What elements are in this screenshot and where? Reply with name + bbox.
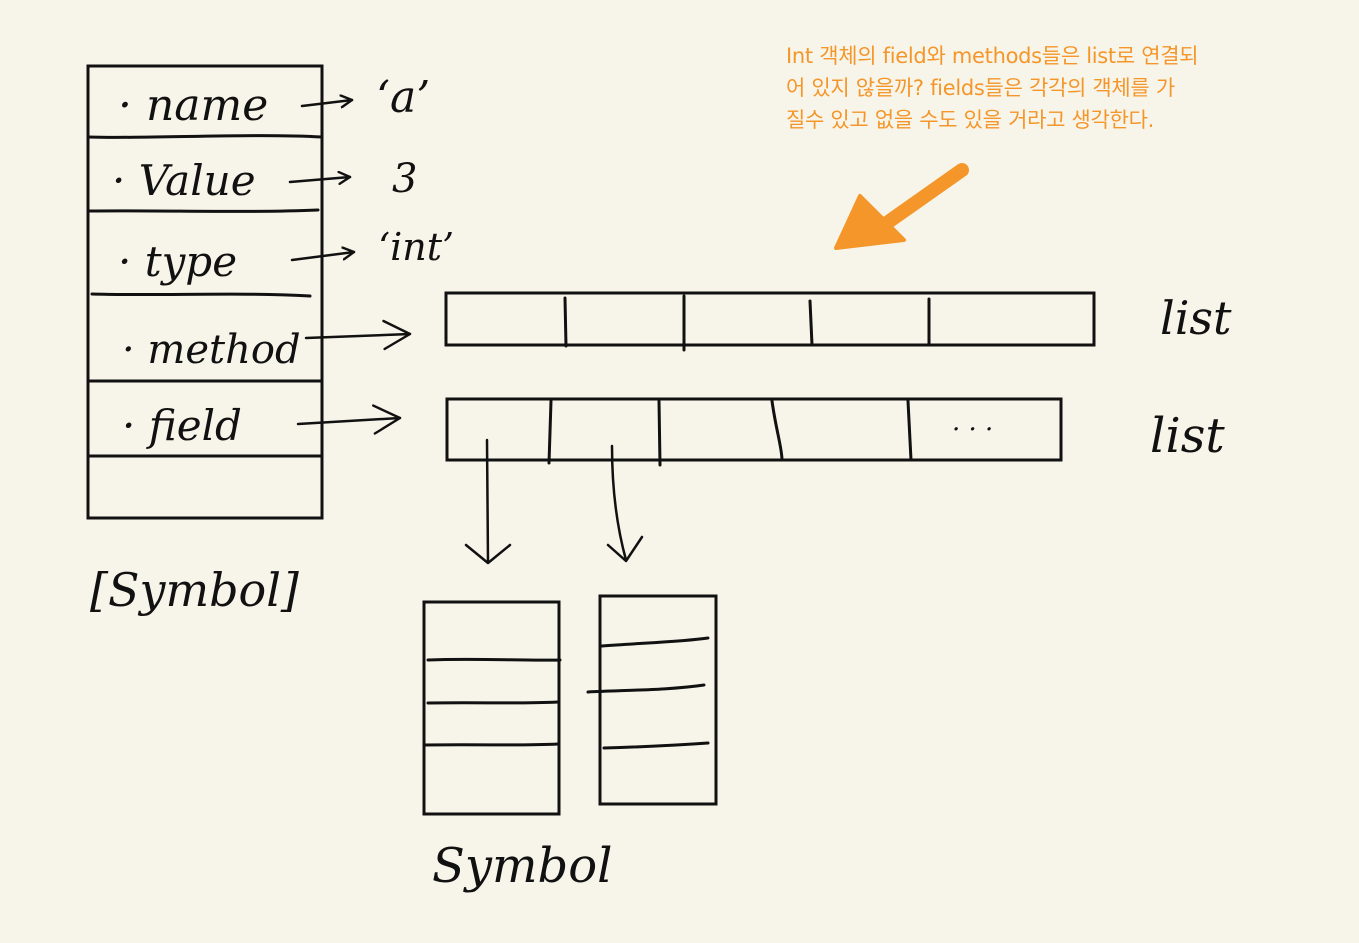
row-divider [426, 700, 560, 705]
field-list-border [445, 397, 1063, 462]
symbol-field-value: · Value [112, 156, 256, 205]
symbol-field-field: · field [122, 401, 242, 450]
arrow-head [606, 535, 644, 563]
list-cell-divider [906, 399, 913, 462]
list-cell-divider [808, 299, 814, 347]
type-arrow [290, 252, 356, 262]
symbol-table-caption: [Symbol] [90, 563, 299, 617]
list-cell-divider [547, 399, 553, 465]
row-divider [602, 741, 710, 750]
arrow-head [464, 543, 512, 565]
row-divider [426, 657, 562, 662]
list-cell-divider [770, 399, 784, 462]
method-list-label: list [1160, 291, 1232, 345]
symbol-field-method: · method [122, 327, 301, 373]
child-symbol-box [422, 600, 562, 816]
method-list [444, 291, 1096, 352]
symbol-table [86, 64, 324, 520]
row-divider [586, 683, 706, 694]
symbol-table-border [86, 64, 324, 520]
field-arrow [296, 404, 402, 435]
value-arrow [288, 177, 352, 182]
row-divider [422, 742, 560, 747]
list-cell-divider [657, 399, 662, 467]
annotation-line: 어 있지 않을까? fields들은 각각의 객체를 가 [786, 76, 1175, 100]
symbol-field-type: · type [118, 237, 237, 286]
name-target: ‘a’ [376, 72, 430, 123]
name-arrow [300, 100, 354, 106]
field-item-arrow [610, 444, 628, 562]
field-list-ellipsis: · · · [952, 415, 993, 445]
field-list-label: list [1150, 408, 1225, 464]
child-symbol-box [586, 594, 718, 806]
value-target: 3 [392, 156, 417, 202]
annotation-arrow [834, 163, 969, 250]
annotation-note: Int 객체의 field와 methods들은 list로 연결되 어 있지 … [786, 40, 1346, 136]
child-symbol-caption: Symbol [432, 838, 613, 894]
field-item-arrow [485, 438, 490, 564]
method-list-border [444, 291, 1096, 347]
row-divider [90, 292, 312, 298]
row-divider [86, 134, 324, 139]
annotation-line: 질수 있고 없을 수도 있을 거라고 생각한다. [786, 108, 1154, 132]
field-list [445, 397, 1063, 467]
type-target: ‘int’ [378, 225, 454, 269]
method-arrow [304, 319, 412, 351]
row-divider [600, 636, 710, 648]
symbol-field-name: · name [118, 80, 268, 131]
child-symbol-border [598, 594, 718, 806]
row-divider [86, 208, 320, 213]
annotation-line: Int 객체의 field와 methods들은 list로 연결되 [786, 44, 1199, 68]
child-symbol-border [422, 600, 561, 816]
list-cell-divider [563, 296, 568, 348]
